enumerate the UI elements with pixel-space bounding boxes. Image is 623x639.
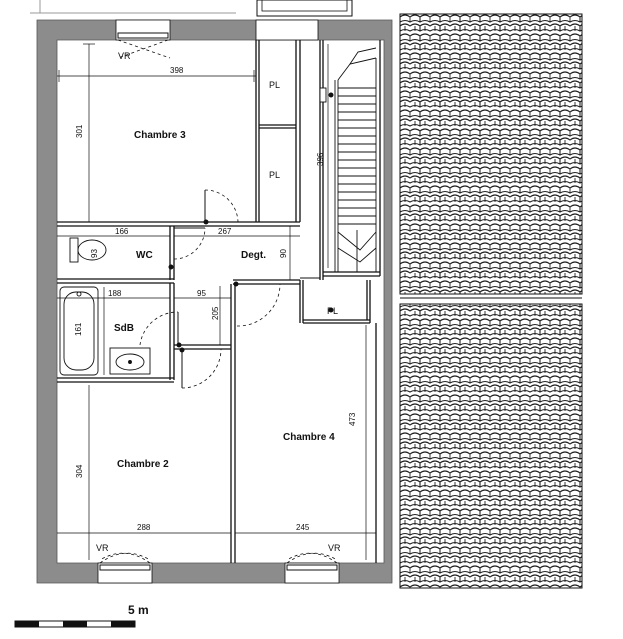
vr-label-bottom-left: VR (96, 543, 109, 553)
scale-bar-label: 5 m (128, 603, 149, 617)
dim-301: 301 (75, 124, 84, 138)
room-label-chambre-4: Chambre 4 (283, 432, 335, 443)
room-label-sdb: SdB (114, 323, 134, 334)
doors (99, 39, 338, 564)
dim-304: 304 (75, 464, 84, 478)
sanitary-fixtures (59, 237, 151, 376)
interior-walls (57, 40, 381, 563)
dim-396: 396 (316, 152, 325, 166)
roof-tiles (399, 13, 583, 589)
staircase (319, 47, 377, 272)
vr-label-bottom-right: VR (328, 543, 341, 553)
dim-288: 288 (137, 523, 151, 532)
pl-label-1: PL (269, 80, 280, 90)
room-label-chambre-2: Chambre 2 (117, 459, 169, 470)
pl-label-2: PL (269, 170, 280, 180)
dim-188: 188 (108, 289, 122, 298)
room-label-wc: WC (136, 250, 153, 261)
dim-166: 166 (115, 227, 129, 236)
dim-161: 161 (74, 322, 83, 336)
dim-93: 93 (90, 249, 99, 258)
dimension-lines (57, 43, 376, 560)
door-handles (168, 92, 334, 353)
window-openings (97, 19, 340, 584)
dim-473: 473 (348, 412, 357, 426)
scale-bar: 5 m (14, 603, 149, 628)
pl-label-3: PL (327, 306, 338, 316)
room-label-chambre-3: Chambre 3 (134, 130, 186, 141)
room-label-degt: Degt. (241, 250, 266, 261)
dim-267: 267 (218, 227, 232, 236)
toilet-icon (77, 239, 107, 261)
dim-90: 90 (279, 249, 288, 258)
dim-398: 398 (170, 66, 184, 75)
window-frames (99, 32, 338, 571)
bathtub-icon (59, 286, 99, 376)
vr-label-top: VR (118, 51, 131, 61)
dim-245: 245 (296, 523, 310, 532)
top-edge (30, 0, 353, 17)
dim-95: 95 (197, 289, 206, 298)
dim-205: 205 (211, 306, 220, 320)
wc-tank-icon (69, 237, 79, 263)
